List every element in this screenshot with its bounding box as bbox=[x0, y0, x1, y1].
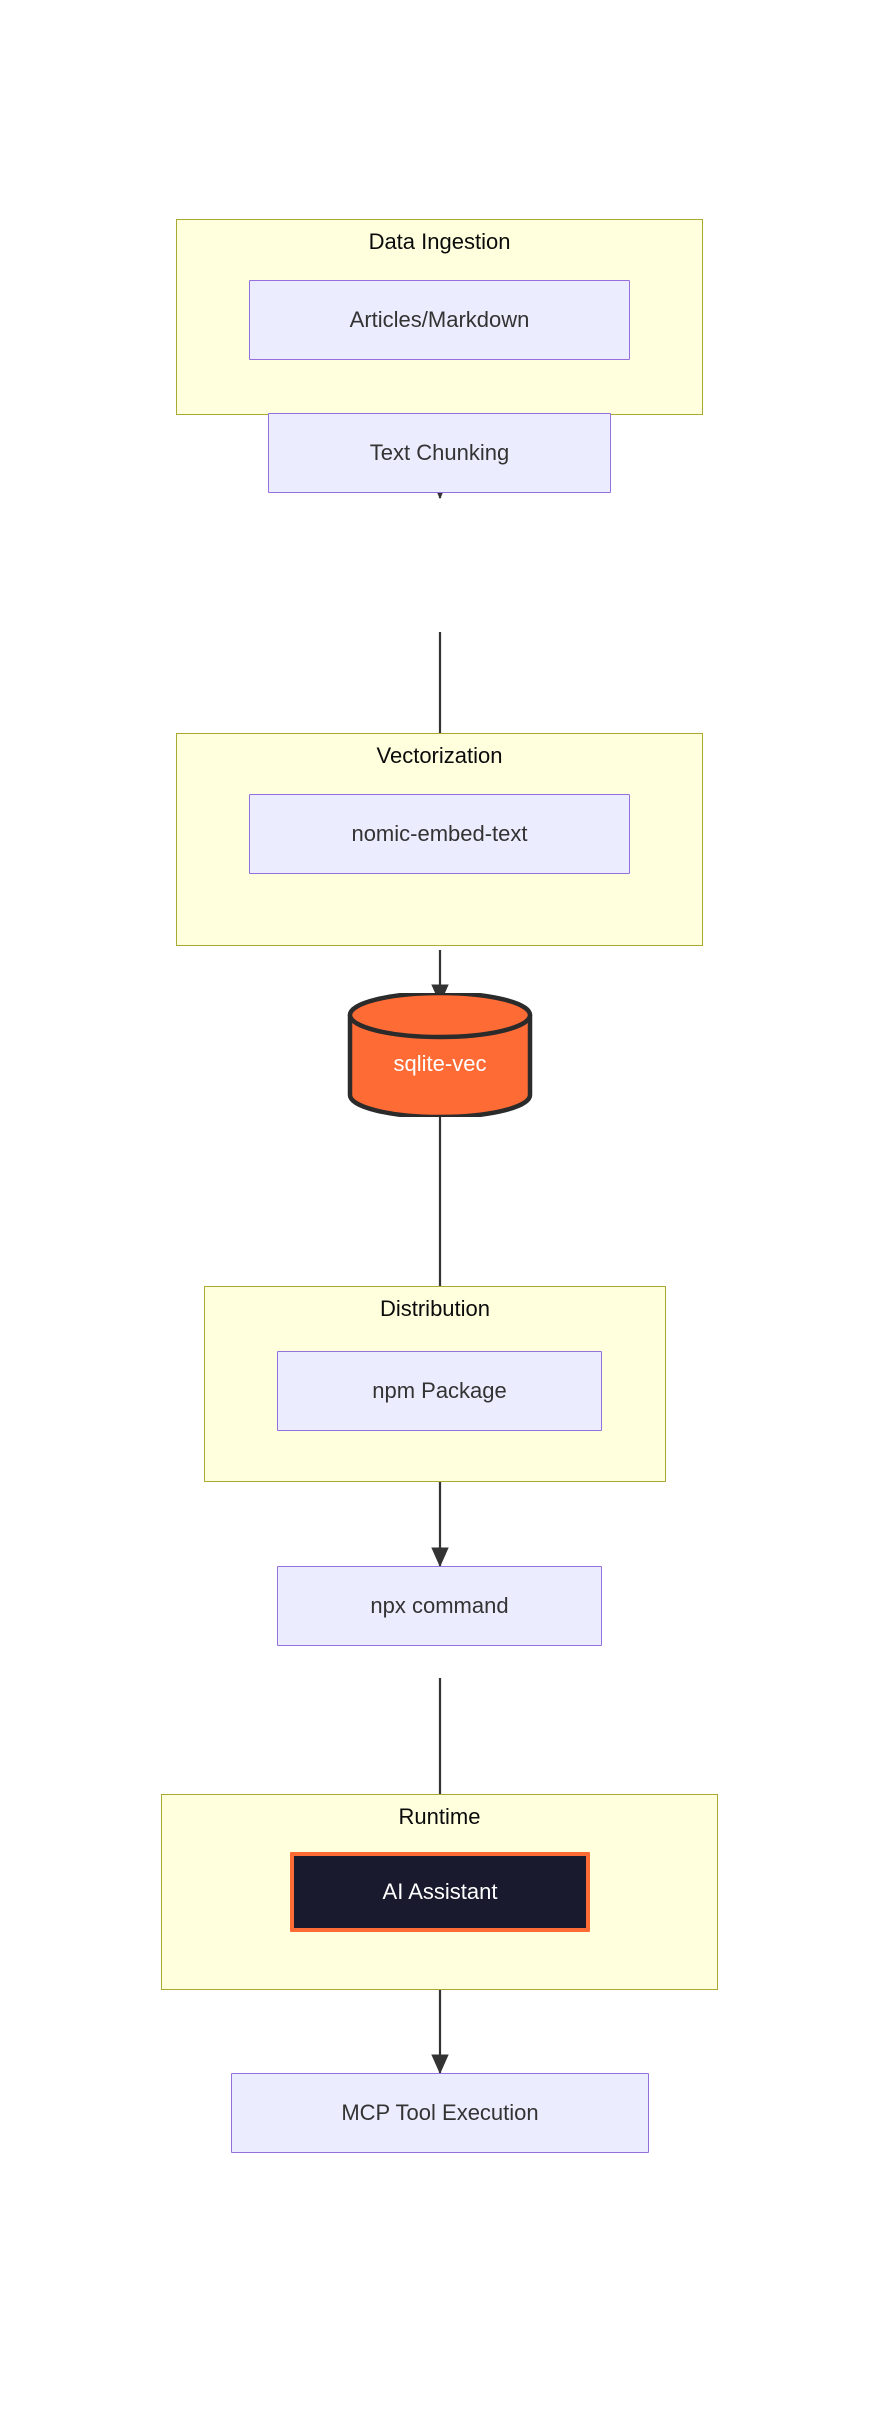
node-text-chunking[interactable]: Text Chunking bbox=[268, 413, 611, 493]
node-label-npx-command: npx command bbox=[370, 1593, 509, 1618]
cluster-title-distribution: Distribution bbox=[379, 1296, 491, 1321]
cluster-title-runtime: Runtime bbox=[398, 1804, 481, 1829]
cluster-title-vectorization: Vectorization bbox=[376, 743, 503, 768]
node-npm-package[interactable]: npm Package bbox=[277, 1351, 602, 1431]
node-label-npm-package: npm Package bbox=[372, 1378, 507, 1403]
node-nomic-embed-text[interactable]: nomic-embed-text bbox=[249, 794, 630, 874]
database-cylinder-icon bbox=[347, 990, 533, 1120]
node-label-articles-markdown: Articles/Markdown bbox=[349, 307, 530, 332]
node-label-text-chunking: Text Chunking bbox=[369, 440, 510, 465]
cluster-title-data-ingestion: Data Ingestion bbox=[368, 229, 511, 254]
node-label-ai-assistant: AI Assistant bbox=[382, 1879, 498, 1904]
node-label-mcp-tool-execution: MCP Tool Execution bbox=[341, 2100, 539, 2125]
node-articles-markdown[interactable]: Articles/Markdown bbox=[249, 280, 630, 360]
node-npx-command[interactable]: npx command bbox=[277, 1566, 602, 1646]
node-mcp-tool-execution[interactable]: MCP Tool Execution bbox=[231, 2073, 649, 2153]
node-label-nomic-embed-text: nomic-embed-text bbox=[351, 821, 528, 846]
node-ai-assistant[interactable]: AI Assistant bbox=[290, 1852, 590, 1932]
node-sqlite-vec[interactable]: sqlite-vec bbox=[345, 990, 535, 1120]
